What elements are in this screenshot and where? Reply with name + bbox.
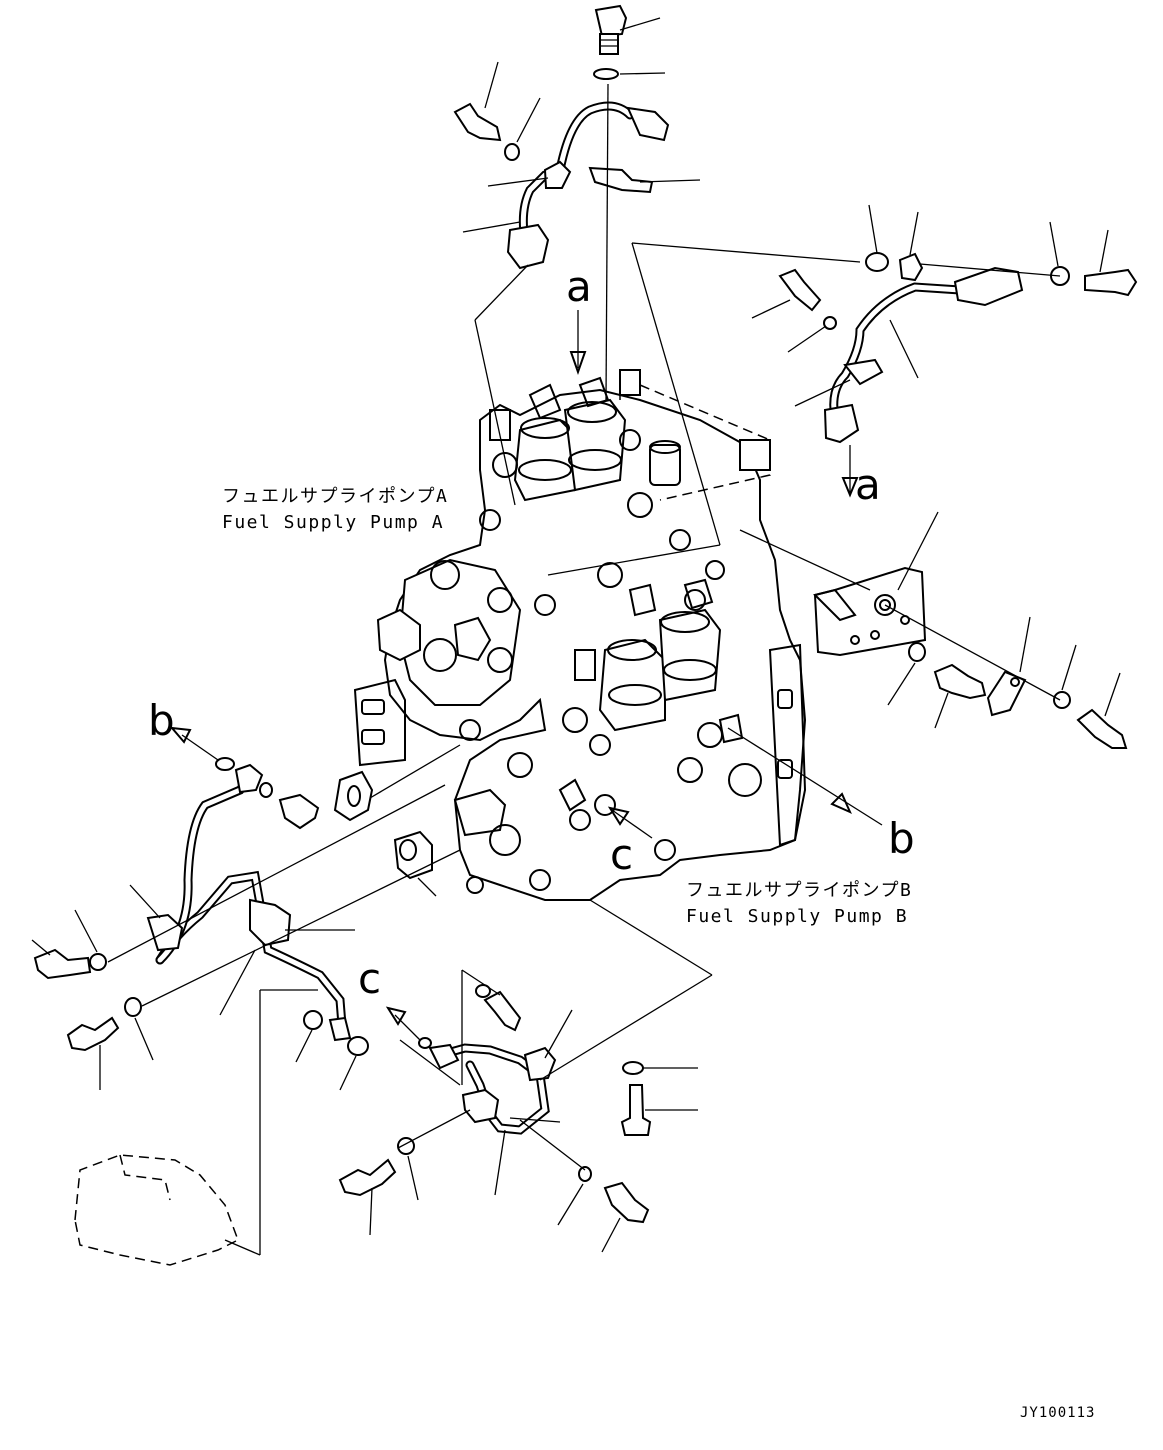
bottom-pipe-assembly	[338, 899, 713, 1253]
pump-assembly	[353, 369, 807, 901]
pump-a-label-en: Fuel Supply Pump A	[222, 512, 445, 533]
callout-c-mid: c	[610, 830, 634, 879]
callout-c-bottom: c	[358, 954, 382, 1003]
drawing-code: JY100113	[1020, 1405, 1096, 1421]
callout-b-left: b	[148, 696, 175, 745]
callout-a-top: a	[566, 262, 592, 311]
left-pipe-assembly	[31, 726, 461, 1266]
top-harness-assembly	[453, 4, 701, 506]
right-harness-assembly	[547, 204, 1138, 576]
pump-b-label-jp: フュエルサプライポンプB	[686, 880, 913, 901]
right-bracket-assembly	[727, 511, 1128, 826]
callout-arrows	[569, 310, 653, 839]
callout-b-right: b	[888, 814, 915, 863]
pump-b-label-en: Fuel Supply Pump B	[686, 906, 909, 927]
callout-a-right: a	[855, 460, 881, 509]
pump-a-label-jp: フュエルサプライポンプA	[222, 486, 449, 507]
